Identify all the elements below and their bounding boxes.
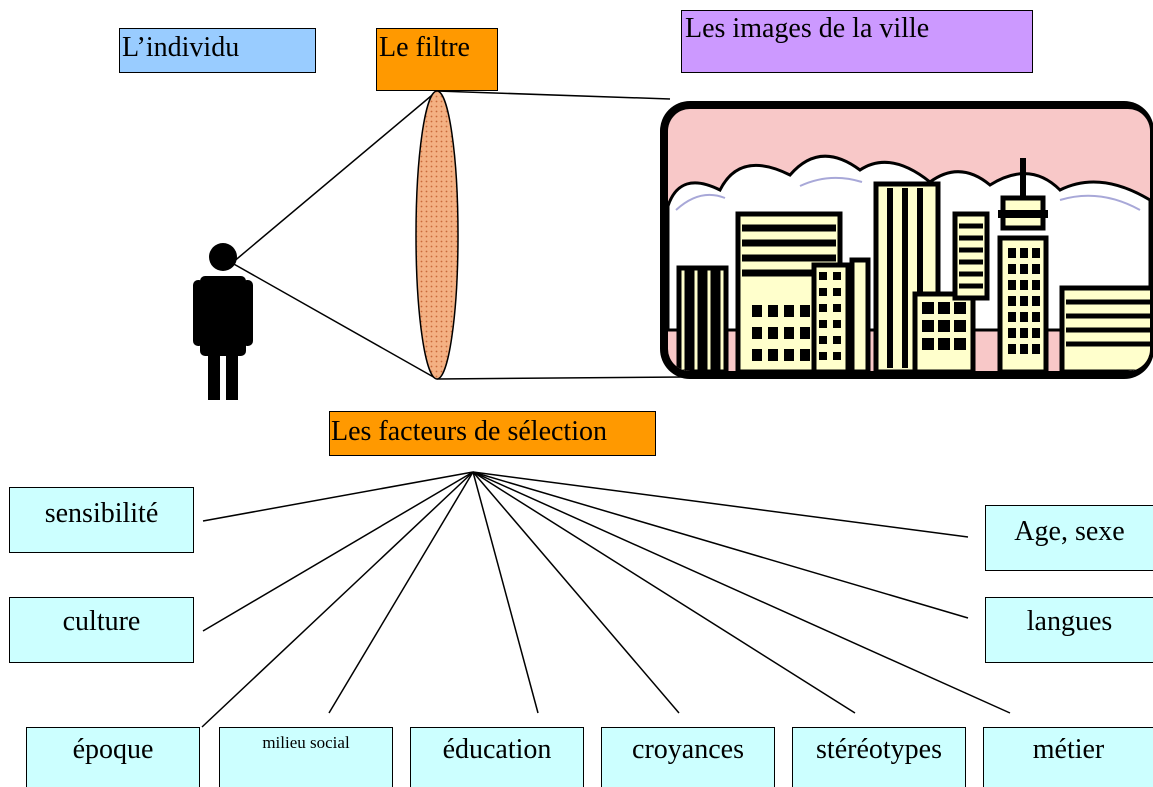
filtre-text: Le filtre	[379, 32, 470, 63]
factor-langues: langues	[985, 597, 1153, 663]
factor-stereotypes-text: stéréotypes	[816, 734, 942, 765]
facteurs-label: Les facteurs de sélection	[329, 411, 656, 456]
factor-education-text: éducation	[442, 734, 552, 765]
facteurs-text: Les facteurs de sélection	[331, 416, 607, 447]
factor-education: éducation	[410, 727, 584, 787]
factor-age-sexe-text: Age, sexe	[1014, 516, 1125, 547]
city-skyline-icon	[660, 101, 1153, 379]
factor-langues-text: langues	[1026, 606, 1113, 637]
person-silhouette-icon	[193, 243, 253, 400]
factor-stereotypes: stéréotypes	[792, 727, 966, 787]
lens-filter-icon	[415, 90, 459, 380]
filtre-label: Le filtre	[376, 28, 498, 91]
factor-metier: métier	[983, 727, 1153, 787]
factor-croyances-text: croyances	[632, 734, 744, 765]
factor-metier-text: métier	[1032, 734, 1105, 765]
factor-culture: culture	[9, 597, 194, 663]
factor-age-sexe: Age, sexe	[985, 505, 1153, 571]
factor-milieu-social: milieu social	[219, 727, 393, 787]
images-text: Les images de la ville	[685, 13, 930, 44]
factor-epoque: époque	[26, 727, 200, 787]
factor-milieu-social-text: milieu social	[262, 733, 350, 752]
individu-label: L’individu	[119, 28, 316, 73]
connector-lines	[201, 471, 1011, 728]
individu-text: L’individu	[122, 32, 240, 63]
vision-cone	[231, 90, 686, 380]
factor-sensibilite-text: sensibilité	[44, 498, 159, 529]
factor-sensibilite: sensibilité	[9, 487, 194, 553]
images-label: Les images de la ville	[681, 10, 1033, 73]
factor-epoque-text: époque	[72, 734, 154, 765]
factor-culture-text: culture	[62, 606, 141, 637]
factor-croyances: croyances	[601, 727, 775, 787]
